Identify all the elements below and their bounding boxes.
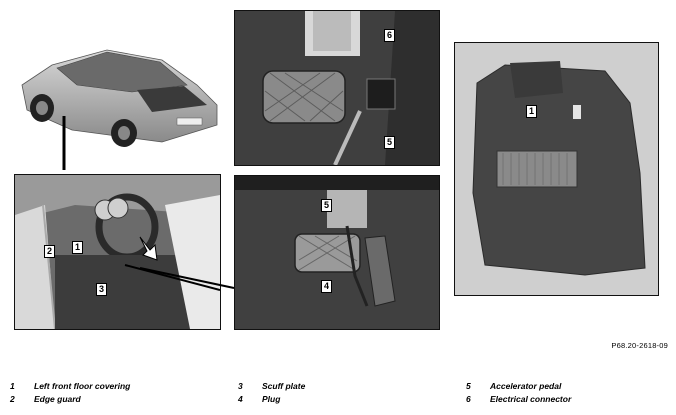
callout-4-bottom: 4 xyxy=(321,280,332,293)
callout-1-carpet: 1 xyxy=(526,105,537,118)
accelerator-connector-photo: 6 5 xyxy=(234,10,440,166)
driver-footwell-photo: 1 2 3 xyxy=(14,174,221,330)
callout-1-left: 1 xyxy=(72,241,83,254)
callout-5-bottom: 5 xyxy=(321,199,332,212)
floor-covering-photo: 1 xyxy=(454,42,659,296)
callout-5-top: 5 xyxy=(384,136,395,149)
callout-6-top: 6 xyxy=(384,29,395,42)
car-overview-illustration xyxy=(12,30,227,170)
figure-reference: P68.20-2618-09 xyxy=(611,341,668,350)
callout-3-left: 3 xyxy=(96,283,107,296)
pedal-plug-photo: 5 4 xyxy=(234,175,440,330)
callout-2-left: 2 xyxy=(44,245,55,258)
